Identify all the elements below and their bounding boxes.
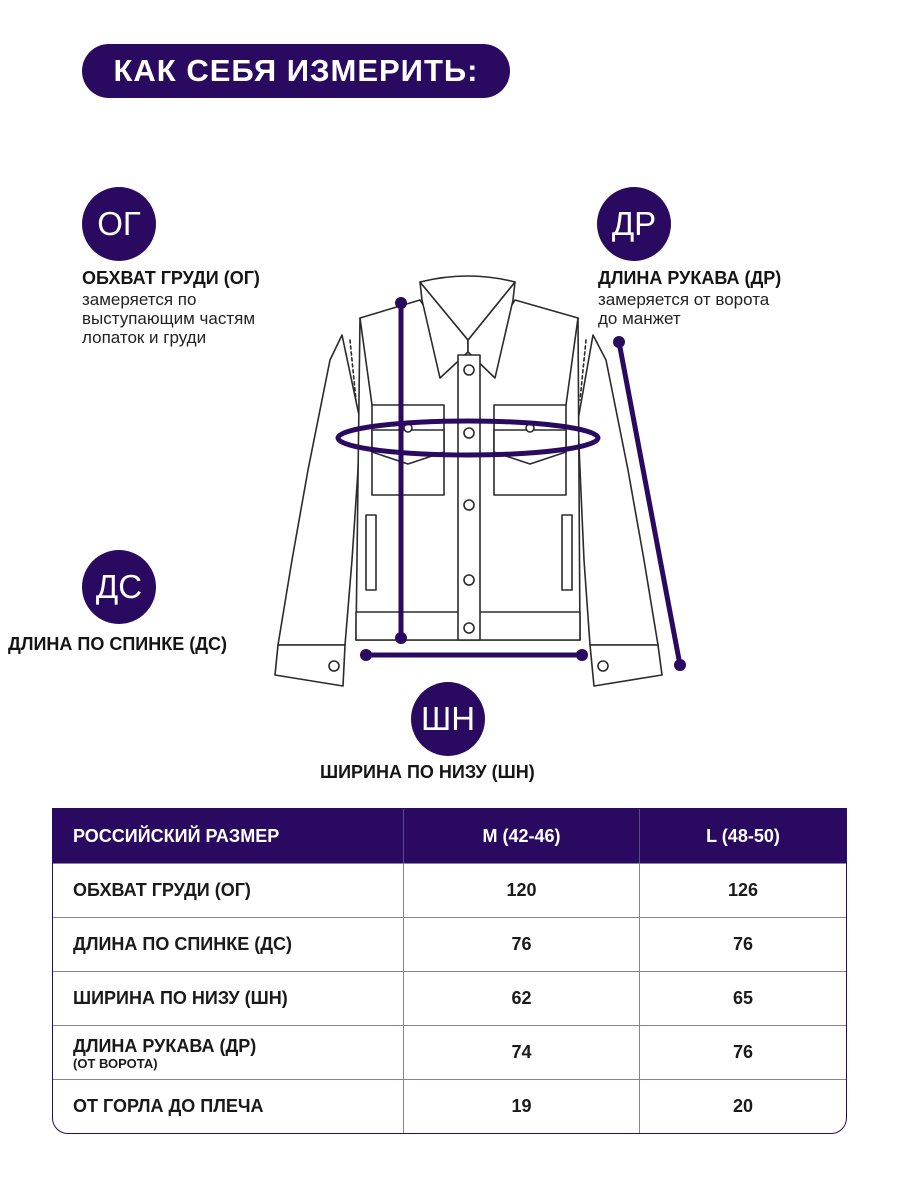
table-header-row: РОССИЙСКИЙ РАЗМЕР M (42-46) L (48-50): [53, 809, 846, 863]
badge-shn: ШН: [411, 682, 485, 756]
size-table: РОССИЙСКИЙ РАЗМЕР M (42-46) L (48-50) ОБ…: [52, 808, 847, 1134]
jacket-illustration: [274, 275, 686, 687]
dr-label-desc: замеряется от ворота до манжет: [598, 290, 770, 328]
row-value-l: 20: [639, 1079, 846, 1133]
row-value-m: 19: [403, 1079, 639, 1133]
row-label: ДЛИНА РУКАВА (ДР) (ОТ ВОРОТА): [53, 1025, 403, 1079]
button-3: [463, 499, 475, 511]
page-title: КАК СЕБЯ ИЗМЕРИТЬ:: [82, 44, 510, 98]
button-2: [463, 427, 475, 439]
badge-dr: ДР: [597, 187, 671, 261]
right-cuff: [589, 644, 663, 687]
row-value-m: 76: [403, 917, 639, 971]
cuff-button-right: [597, 660, 609, 672]
table-row: ДЛИНА ПО СПИНКЕ (ДС) 76 76: [53, 917, 846, 971]
row-label: ОБХВАТ ГРУДИ (ОГ): [53, 863, 403, 917]
table-row: ШИРИНА ПО НИЗУ (ШН) 62 65: [53, 971, 846, 1025]
sleeve-length-line: [616, 339, 683, 668]
badge-og: ОГ: [82, 187, 156, 261]
table-row: ОТ ГОРЛА ДО ПЛЕЧА 19 20: [53, 1079, 846, 1133]
chest-measure-ellipse: [335, 418, 601, 458]
og-label-desc: замеряется по выступающим частям лопаток…: [82, 290, 256, 347]
table-row: ДЛИНА РУКАВА (ДР) (ОТ ВОРОТА) 74 76: [53, 1025, 846, 1079]
left-welt-pocket: [365, 514, 377, 591]
header-m: M (42-46): [403, 809, 639, 863]
row-value-m: 120: [403, 863, 639, 917]
left-sleeve: [277, 334, 361, 646]
ds-label-title: ДЛИНА ПО СПИНКЕ (ДС): [8, 634, 228, 654]
placket: [457, 354, 481, 641]
table-row: ОБХВАТ ГРУДИ (ОГ) 120 126: [53, 863, 846, 917]
button-4: [463, 574, 475, 586]
row-sublabel: (ОТ ВОРОТА): [73, 1055, 158, 1071]
row-value-m: 62: [403, 971, 639, 1025]
row-label: ОТ ГОРЛА ДО ПЛЕЧА: [53, 1079, 403, 1133]
header-size: РОССИЙСКИЙ РАЗМЕР: [53, 809, 403, 863]
button-1: [463, 364, 475, 376]
left-cuff: [274, 644, 346, 687]
cuff-button-left: [328, 660, 340, 672]
row-value-l: 76: [639, 917, 846, 971]
badge-ds: ДС: [82, 550, 156, 624]
shn-label-title: ШИРИНА ПО НИЗУ (ШН): [320, 762, 535, 782]
right-welt-pocket: [561, 514, 573, 591]
og-label-title: ОБХВАТ ГРУДИ (ОГ): [82, 268, 260, 288]
dr-label-title: ДЛИНА РУКАВА (ДР): [598, 268, 782, 288]
row-value-m: 74: [403, 1025, 639, 1079]
button-5: [463, 622, 475, 634]
row-label: ШИРИНА ПО НИЗУ (ШН): [53, 971, 403, 1025]
row-value-l: 65: [639, 971, 846, 1025]
row-label: ДЛИНА ПО СПИНКЕ (ДС): [53, 917, 403, 971]
header-l: L (48-50): [639, 809, 846, 863]
row-value-l: 76: [639, 1025, 846, 1079]
row-value-l: 126: [639, 863, 846, 917]
collar-top: [419, 275, 516, 341]
